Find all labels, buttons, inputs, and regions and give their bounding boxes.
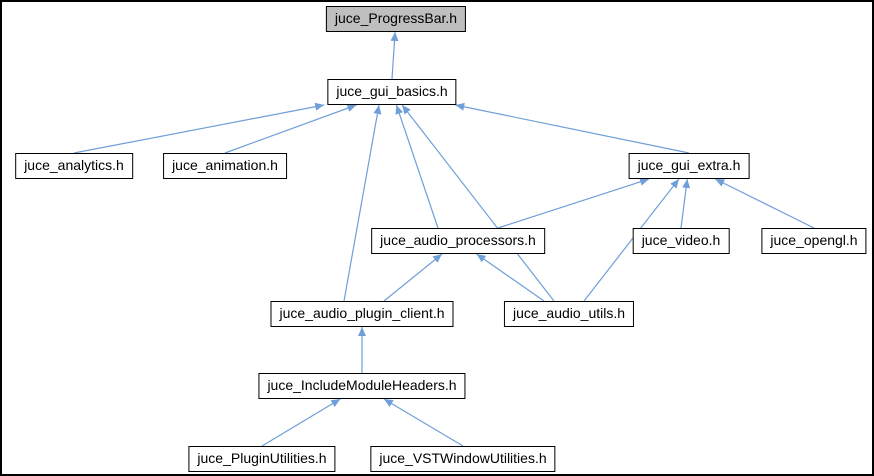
graph-node-juce-audio-processors-h[interactable]: juce_audio_processors.h xyxy=(371,228,545,254)
graph-node-juce-audio-utils-h[interactable]: juce_audio_utils.h xyxy=(503,301,635,327)
graph-node-juce-pluginutilities-h[interactable]: juce_PluginUtilities.h xyxy=(188,446,336,472)
dependency-edge-audio_processors-to-gui_extra xyxy=(497,177,650,229)
dependency-edge-audio_utils-to-audio_processors xyxy=(476,253,545,302)
graph-node-juce-progressbar-h[interactable]: juce_ProgressBar.h xyxy=(325,6,467,32)
dependency-edge-audio_utils-to-gui_basics xyxy=(401,104,555,302)
graph-node-juce-opengl-h[interactable]: juce_opengl.h xyxy=(761,228,867,254)
graph-node-juce-animation-h[interactable]: juce_animation.h xyxy=(163,153,287,179)
graph-node-juce-gui-basics-h[interactable]: juce_gui_basics.h xyxy=(327,79,457,105)
dependency-edge-plugin_client-to-audio_processors xyxy=(383,253,443,302)
dependency-edge-video-to-gui_extra xyxy=(680,178,691,229)
graph-node-juce-analytics-h[interactable]: juce_analytics.h xyxy=(15,153,133,179)
dependency-edge-vst_window_utilities-to-include_module_headers xyxy=(383,398,464,447)
dependency-edge-opengl-to-gui_extra xyxy=(714,178,815,229)
graph-node-juce-video-h[interactable]: juce_video.h xyxy=(632,228,730,254)
graph-node-juce-gui-extra-h[interactable]: juce_gui_extra.h xyxy=(628,153,750,179)
dependency-edge-animation-to-gui_basics xyxy=(224,104,357,154)
graph-node-juce-audio-plugin-client-h[interactable]: juce_audio_plugin_client.h xyxy=(270,301,454,327)
dependency-edge-audio_processors-to-gui_basics xyxy=(395,104,439,229)
dependency-edge-plugin_utilities-to-include_module_headers xyxy=(261,398,341,447)
graph-node-juce-vstwindowutilities-h[interactable]: juce_VSTWindowUtilities.h xyxy=(370,446,556,472)
dependency-edge-plugin_client-to-gui_basics xyxy=(343,104,382,302)
dependency-edge-analytics-to-gui_basics xyxy=(73,102,325,154)
dependency-edge-gui_extra-to-gui_basics xyxy=(455,102,690,154)
dependency-edge-gui_basics-to-progressbar xyxy=(390,31,399,80)
graph-node-juce-includemoduleheaders-h[interactable]: juce_IncludeModuleHeaders.h xyxy=(258,373,466,399)
